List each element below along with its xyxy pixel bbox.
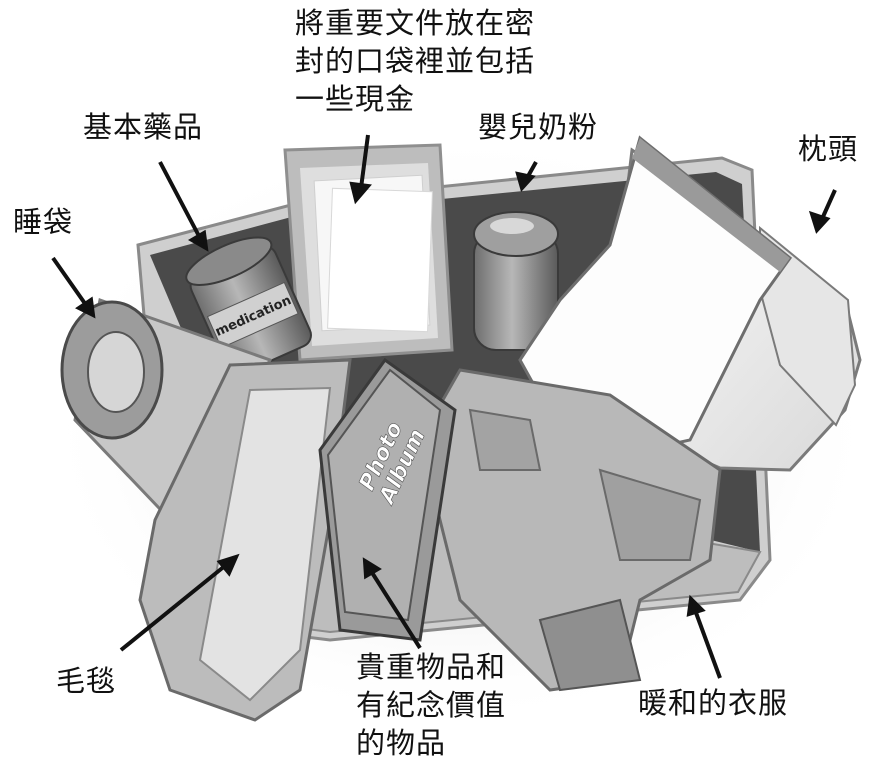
label-documents-line2: 封的口袋裡並包括 [295, 44, 536, 78]
formula-canister [473, 211, 559, 351]
label-documents-line1: 將重要文件放在密 [295, 6, 536, 40]
leader-arrows [51, 134, 837, 679]
label-blanket: 毛毯 [56, 664, 117, 698]
photo-album: Photo Album [318, 357, 457, 642]
clothes-pile [418, 368, 722, 692]
arrow-documents [359, 134, 370, 189]
label-clothes: 暖和的衣服 [638, 686, 789, 720]
document-bag [283, 143, 454, 362]
arrow-blanket-head [216, 553, 240, 577]
arrow-sleeping-bag [51, 256, 88, 307]
arrow-formula-head [515, 171, 536, 193]
arrow-clothes [693, 609, 722, 679]
arrow-pillow [820, 189, 837, 220]
arrow-sleeping-bag-head [75, 296, 96, 319]
arrow-blanket [119, 563, 228, 652]
label-valuables-line2: 有紀念價值 [356, 688, 507, 722]
label-documents-line3: 一些現金 [295, 82, 416, 116]
label-valuables-line1: 貴重物品和 [356, 650, 507, 684]
arrow-valuables [369, 569, 422, 650]
label-sleeping-bag: 睡袋 [13, 205, 74, 239]
blanket [138, 358, 352, 722]
label-documents: 將重要文件放在密 封的口袋裡並包括 一些現金 [295, 4, 535, 118]
arrow-documents-head [349, 181, 372, 205]
arrow-medicine-head [188, 229, 209, 252]
label-valuables-line3: 的物品 [356, 726, 447, 760]
arrow-pillow-head [808, 210, 831, 234]
label-valuables: 貴重物品和 有紀念價值 的物品 [356, 648, 506, 761]
arrow-medicine [158, 161, 202, 239]
label-formula: 嬰兒奶粉 [478, 110, 599, 144]
label-pillow: 枕頭 [798, 132, 859, 166]
arrow-clothes-head [686, 594, 706, 617]
arrow-valuables-head [362, 557, 382, 580]
sleeping-bag [60, 298, 273, 533]
label-medicine: 基本藥品 [83, 110, 204, 144]
